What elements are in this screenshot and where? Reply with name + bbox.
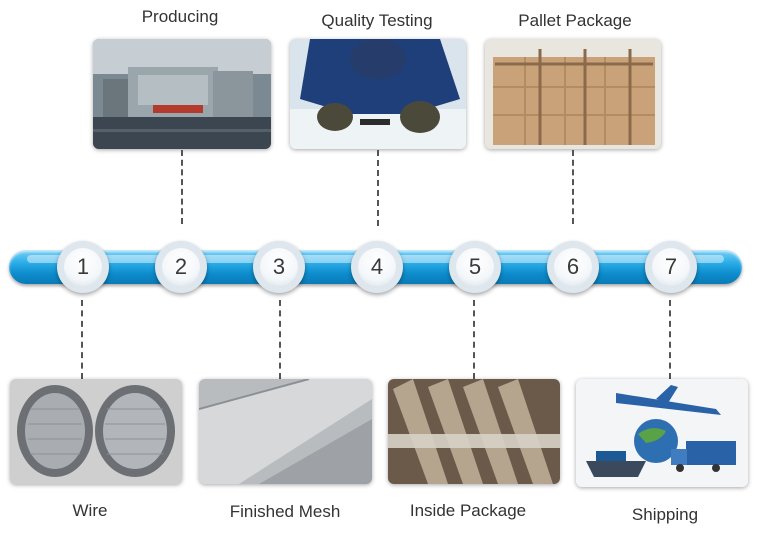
wire-photo [10,379,182,484]
inside-package-photo [388,379,560,484]
producing-photo [93,39,271,149]
step-node-7: 7 [645,241,697,293]
connector-line-3 [279,300,281,379]
finished-mesh-photo [199,379,372,484]
step-node-5: 5 [449,241,501,293]
pallet-package-photo [485,39,661,149]
connector-line-5 [473,300,475,379]
label-shipping: Shipping [631,505,699,524]
label-producing: Producing [141,7,219,26]
label-finished-mesh: Finished Mesh [229,502,341,521]
connector-line-7 [669,300,671,379]
quality-testing-photo [290,39,466,149]
step-node-4: 4 [351,241,403,293]
label-pallet-package: Pallet Package [518,11,632,30]
step-node-6: 6 [547,241,599,293]
connector-line-6 [572,150,574,224]
step-node-1: 1 [57,241,109,293]
shipping-photo [576,379,748,487]
step-node-3: 3 [253,241,305,293]
connector-line-2 [181,150,183,224]
label-inside-package: Inside Package [409,501,527,520]
label-wire: Wire [72,501,108,520]
step-node-2: 2 [155,241,207,293]
connector-line-4 [377,150,379,226]
label-quality-testing: Quality Testing [321,11,433,30]
connector-line-1 [81,300,83,379]
